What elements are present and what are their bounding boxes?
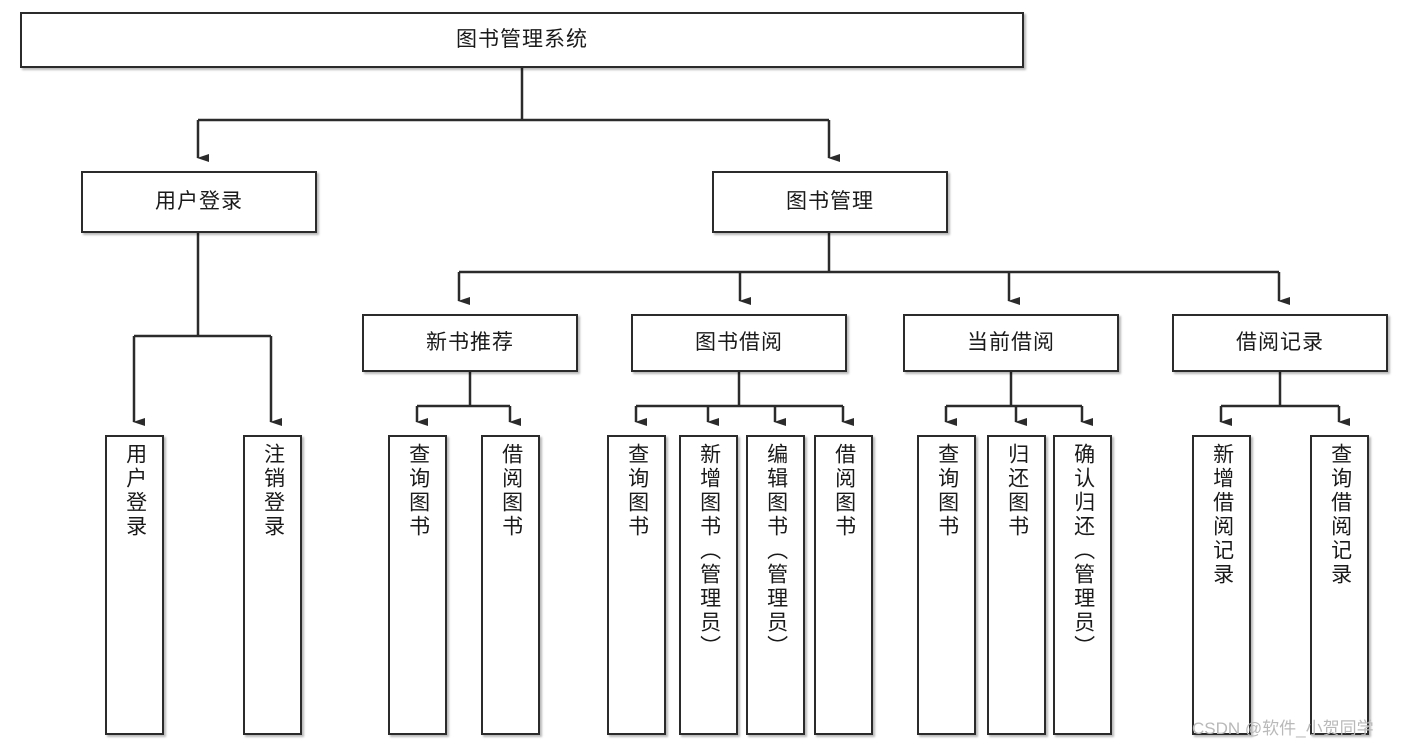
node-current-borrow-label: 当前借阅 xyxy=(967,331,1055,355)
node-leaf-query-book-1-label: 查询图书 xyxy=(406,443,430,539)
node-leaf-logout-label: 注销登录 xyxy=(261,443,285,539)
node-leaf-confirm-return[interactable]: 确认归还（管理员） xyxy=(1053,435,1112,735)
node-new-book-recommend-label: 新书推荐 xyxy=(426,331,514,355)
node-leaf-logout[interactable]: 注销登录 xyxy=(243,435,302,735)
node-book-borrow[interactable]: 图书借阅 xyxy=(631,314,847,372)
node-user-login[interactable]: 用户登录 xyxy=(81,171,317,233)
node-leaf-borrow-book-2[interactable]: 借阅图书 xyxy=(814,435,873,735)
node-book-borrow-label: 图书借阅 xyxy=(695,331,783,355)
node-leaf-return-book-label: 归还图书 xyxy=(1005,443,1029,539)
node-borrow-record[interactable]: 借阅记录 xyxy=(1172,314,1388,372)
node-leaf-query-book-1[interactable]: 查询图书 xyxy=(388,435,447,735)
node-leaf-edit-book[interactable]: 编辑图书（管理员） xyxy=(746,435,805,735)
node-leaf-edit-book-label: 编辑图书（管理员） xyxy=(764,443,788,659)
node-leaf-query-record[interactable]: 查询借阅记录 xyxy=(1310,435,1369,735)
node-root[interactable]: 图书管理系统 xyxy=(20,12,1024,68)
node-leaf-borrow-book-1[interactable]: 借阅图书 xyxy=(481,435,540,735)
watermark-text: CSDN @软件_小贺同学 xyxy=(1192,719,1374,738)
node-leaf-return-book[interactable]: 归还图书 xyxy=(987,435,1046,735)
edge-current-borrow-to-leaves xyxy=(944,372,1093,426)
edge-user-login-to-leaves xyxy=(132,233,282,426)
node-new-book-recommend[interactable]: 新书推荐 xyxy=(362,314,578,372)
edge-new-book-recommend-to-leaves xyxy=(415,372,521,426)
node-current-borrow[interactable]: 当前借阅 xyxy=(903,314,1119,372)
node-borrow-record-label: 借阅记录 xyxy=(1236,331,1324,355)
edge-book-borrow-to-leaves xyxy=(634,372,854,426)
edge-borrow-record-to-leaves xyxy=(1219,372,1350,426)
node-leaf-query-record-label: 查询借阅记录 xyxy=(1328,443,1352,587)
node-leaf-confirm-return-label: 确认归还（管理员） xyxy=(1071,443,1095,659)
node-leaf-add-record[interactable]: 新增借阅记录 xyxy=(1192,435,1251,735)
node-book-manage[interactable]: 图书管理 xyxy=(712,171,948,233)
node-user-login-label: 用户登录 xyxy=(155,190,243,214)
node-leaf-query-book-3[interactable]: 查询图书 xyxy=(917,435,976,735)
node-leaf-user-login-label: 用户登录 xyxy=(123,443,147,539)
node-leaf-borrow-book-1-label: 借阅图书 xyxy=(499,443,523,539)
node-leaf-query-book-2[interactable]: 查询图书 xyxy=(607,435,666,735)
edge-book-manage-to-level3 xyxy=(457,233,1290,305)
edge-root-to-level2 xyxy=(196,68,840,162)
node-leaf-add-book[interactable]: 新增图书（管理员） xyxy=(679,435,738,735)
node-leaf-add-record-label: 新增借阅记录 xyxy=(1210,443,1234,587)
node-leaf-user-login[interactable]: 用户登录 xyxy=(105,435,164,735)
node-leaf-query-book-3-label: 查询图书 xyxy=(935,443,959,539)
node-leaf-borrow-book-2-label: 借阅图书 xyxy=(832,443,856,539)
node-leaf-add-book-label: 新增图书（管理员） xyxy=(697,443,721,659)
node-book-manage-label: 图书管理 xyxy=(786,190,874,214)
node-leaf-query-book-2-label: 查询图书 xyxy=(625,443,649,539)
node-root-label: 图书管理系统 xyxy=(456,28,588,52)
